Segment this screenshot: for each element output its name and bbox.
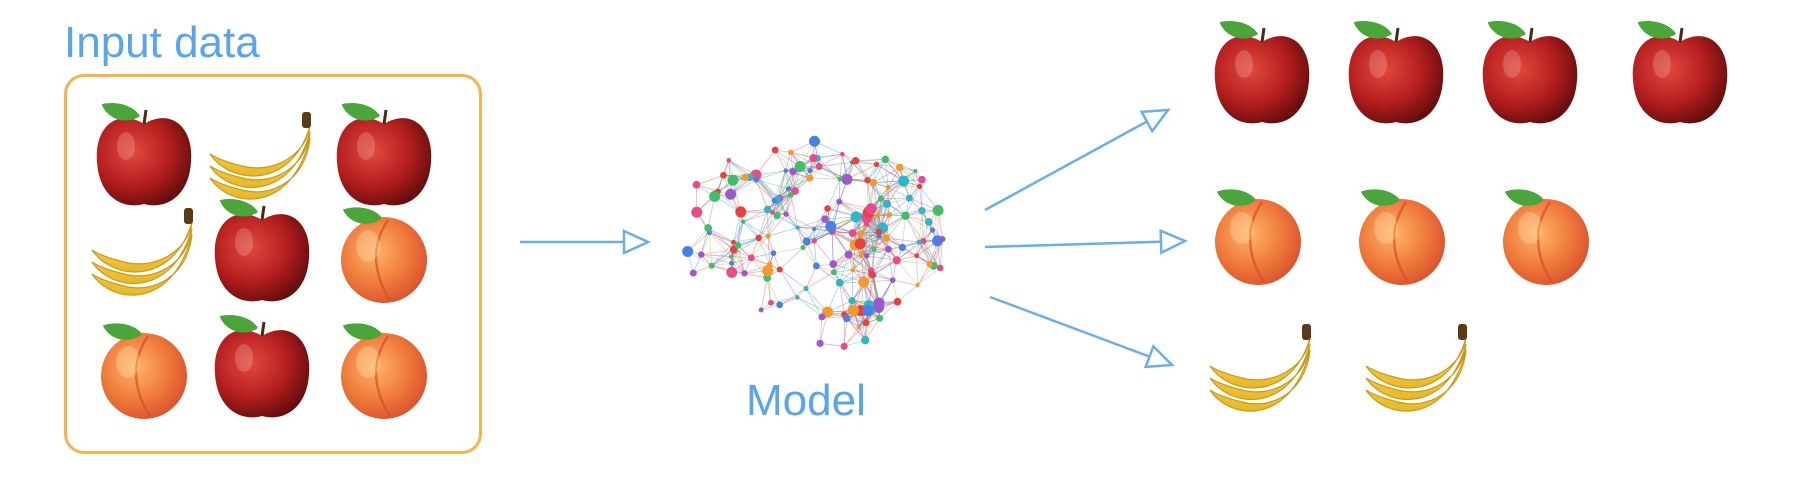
model-to-bananas-arrow [989, 295, 1175, 369]
input-peach-icon [101, 323, 187, 419]
output-peach-icon [1215, 189, 1301, 285]
output-group-apple [1214, 21, 1728, 124]
input-data-title: Input data [64, 18, 260, 67]
output-peach-icon [1503, 189, 1589, 285]
output-group-banana [1209, 324, 1467, 412]
fruit-layer [91, 21, 1728, 419]
model-to-peaches-arrow [984, 228, 1188, 255]
output-apple-icon [1482, 21, 1578, 124]
brain-network-icon [682, 135, 946, 350]
input-peach-icon [341, 207, 427, 303]
output-group-peach [1215, 189, 1589, 285]
input-banana-icon [209, 112, 311, 200]
input-banana-icon [91, 208, 193, 296]
output-apple-icon [1632, 21, 1728, 124]
arrows [520, 108, 1188, 369]
input-apple-icon [214, 199, 310, 302]
model-to-apples-arrow [984, 108, 1171, 212]
output-apple-icon [1348, 21, 1444, 124]
output-apple-icon [1214, 21, 1310, 124]
output-banana-icon [1209, 324, 1311, 412]
input-to-model-arrow [520, 229, 652, 255]
input-apple-icon [214, 315, 310, 418]
output-banana-icon [1365, 324, 1467, 412]
input-peach-icon [341, 323, 427, 419]
input-apple-icon [96, 103, 192, 206]
output-peach-icon [1359, 189, 1445, 285]
input-data-box [64, 74, 482, 454]
model-label: Model [746, 376, 866, 425]
input-apple-icon [336, 103, 432, 206]
